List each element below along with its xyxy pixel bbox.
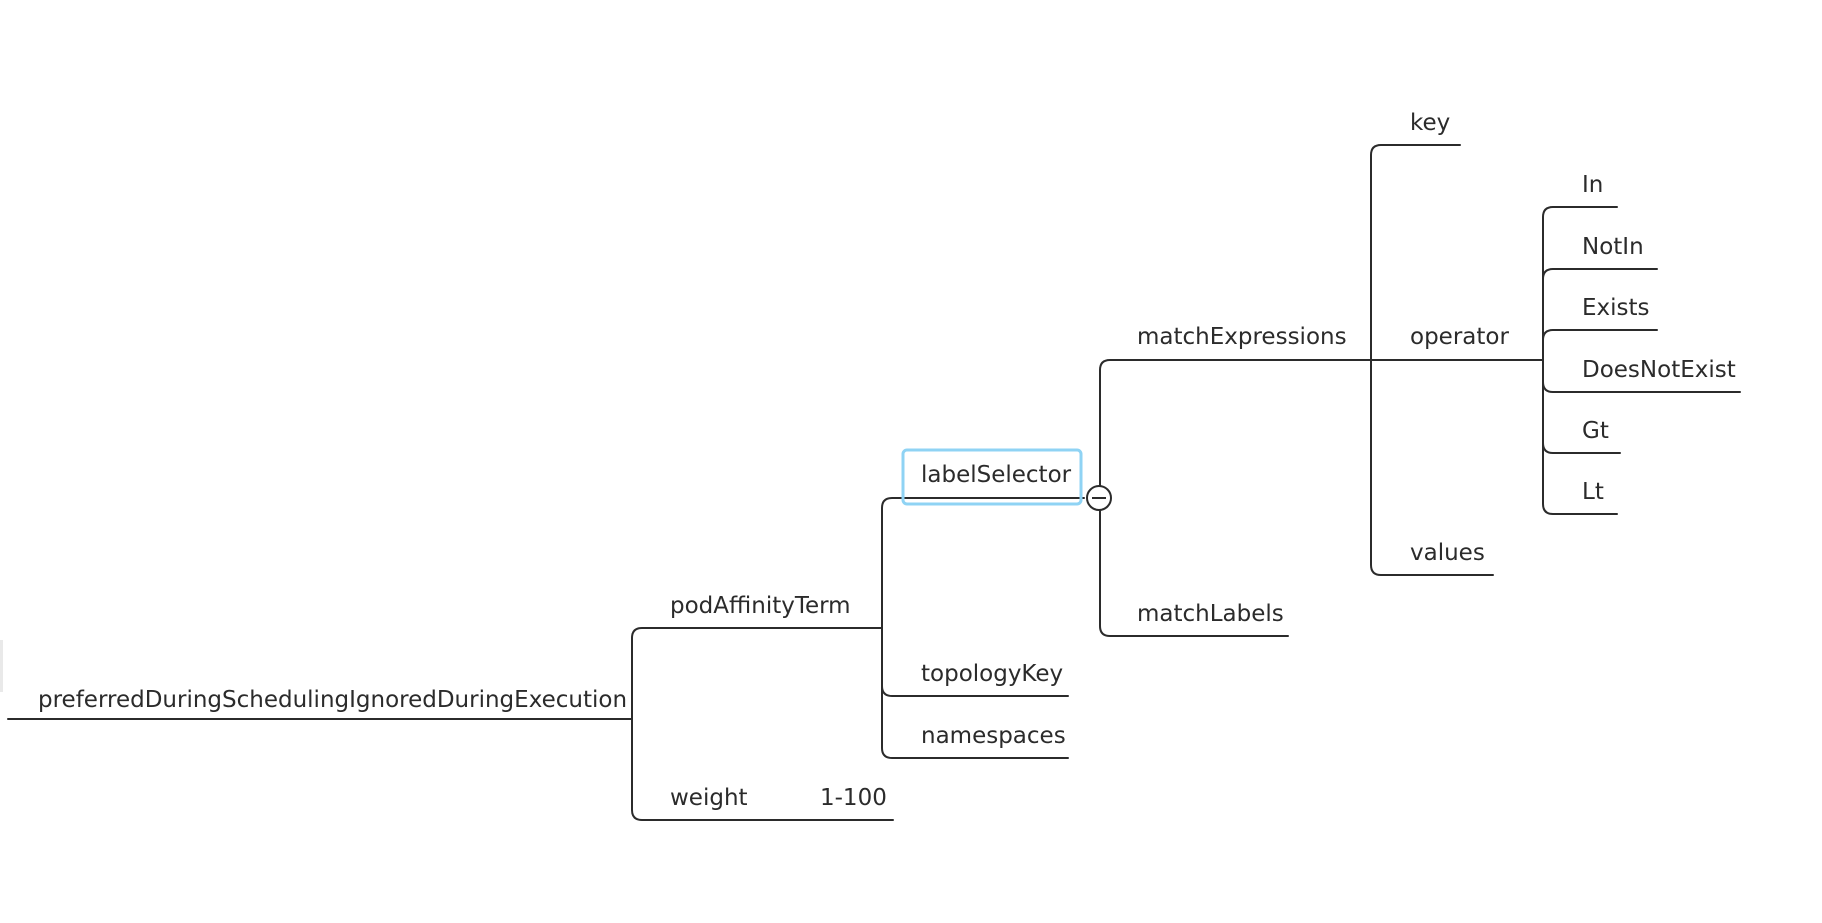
node-key[interactable]: key bbox=[1410, 110, 1450, 136]
left-edge-mark bbox=[0, 640, 3, 692]
node-op-notin[interactable]: NotIn bbox=[1582, 234, 1644, 260]
collapse-minus-icon[interactable] bbox=[1086, 485, 1112, 511]
node-op-exists[interactable]: Exists bbox=[1582, 295, 1650, 321]
node-op-gt[interactable]: Gt bbox=[1582, 418, 1609, 444]
connector-lines bbox=[7, 144, 1741, 821]
node-namespaces[interactable]: namespaces bbox=[921, 723, 1066, 749]
node-weight[interactable]: weight bbox=[670, 785, 748, 811]
node-topology-key[interactable]: topologyKey bbox=[921, 661, 1063, 687]
node-match-labels[interactable]: matchLabels bbox=[1137, 601, 1284, 627]
node-label-selector[interactable]: labelSelector bbox=[921, 462, 1072, 488]
node-op-doesnotexist[interactable]: DoesNotExist bbox=[1582, 357, 1736, 383]
node-values[interactable]: values bbox=[1410, 540, 1485, 566]
node-operator[interactable]: operator bbox=[1410, 324, 1509, 350]
node-match-expressions[interactable]: matchExpressions bbox=[1137, 324, 1347, 350]
node-weight-range: 1-100 bbox=[820, 785, 887, 811]
node-root[interactable]: preferredDuringSchedulingIgnoredDuringEx… bbox=[38, 687, 627, 713]
node-op-lt[interactable]: Lt bbox=[1582, 479, 1604, 505]
node-op-in[interactable]: In bbox=[1582, 172, 1603, 198]
node-pod-affinity-term[interactable]: podAffinityTerm bbox=[670, 593, 851, 619]
selection-highlight bbox=[901, 448, 1083, 506]
